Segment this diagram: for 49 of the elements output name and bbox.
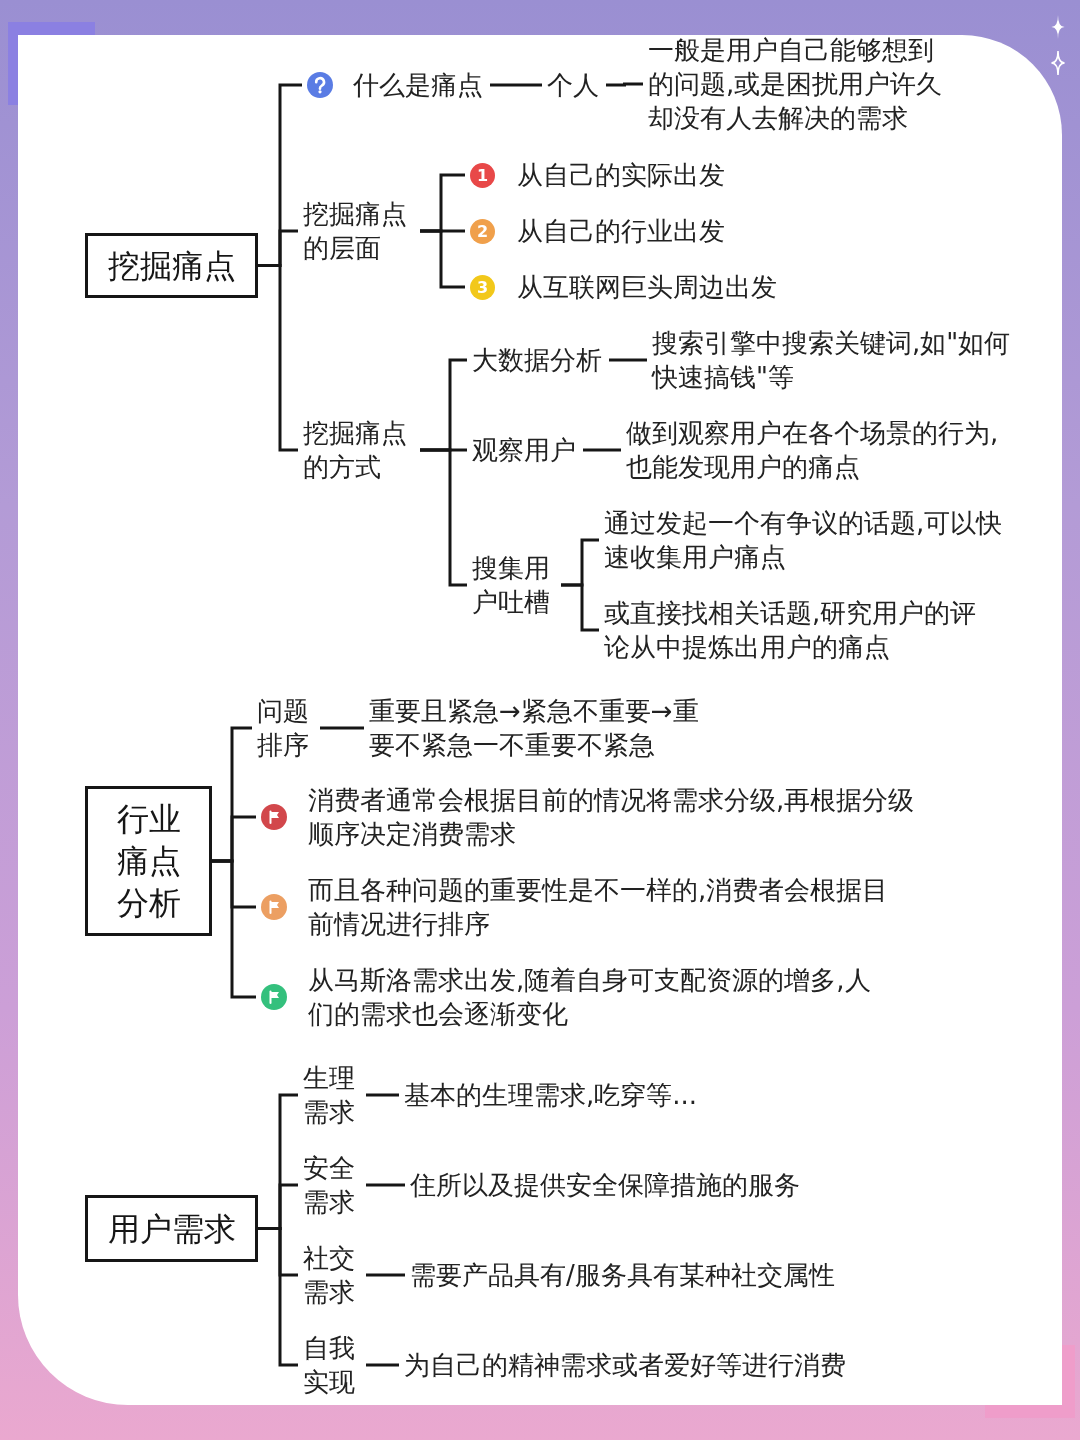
- branch-text: 通过发起一个有争议的话题,可以快速收集用户痛点: [604, 506, 1009, 574]
- branch-text: 挖掘痛点的方式: [303, 416, 413, 484]
- branch-text: 搜索引擎中搜索关键词,如"如何快速搞钱"等: [652, 326, 1024, 394]
- connector-line: [420, 448, 467, 587]
- branch-text: 从自己的实际出发: [517, 159, 725, 192]
- connector-line: [366, 1363, 399, 1367]
- branch-text: 从互联网巨头周边出发: [517, 271, 777, 304]
- connector-line: [320, 726, 364, 730]
- branch-text: 住所以及提供安全保障措施的服务: [410, 1168, 800, 1202]
- connector-line: [609, 358, 647, 362]
- branch-text: 搜集用户吐槽: [472, 551, 554, 619]
- connector-line: [606, 82, 643, 87]
- branch-text: 基本的生理需求,吃穿等...: [404, 1078, 698, 1112]
- connector-line: [212, 859, 256, 999]
- branch-text: 而且各种问题的重要性是不一样的,消费者会根据目前情况进行排序: [308, 874, 890, 941]
- branch-text: 重要且紧急→紧急不重要→重要不紧急一不重要不紧急: [369, 694, 709, 762]
- branch-text: 问题排序: [257, 694, 313, 762]
- connector-line: [420, 229, 465, 289]
- topic-title: 行业痛点分析: [115, 799, 182, 924]
- topic-box: [85, 233, 258, 298]
- topic-box: [85, 786, 212, 936]
- branch-text: 消费者通常会根据目前的情况将需求分级,再根据分级顺序决定消费需求: [308, 784, 916, 851]
- connector-line: [366, 1183, 405, 1187]
- topic-title: 用户需求: [107, 1208, 236, 1249]
- branch-text: 观察用户: [472, 433, 576, 467]
- connector-line: [258, 1227, 298, 1367]
- connector-line: [583, 448, 621, 452]
- connector-line: [490, 83, 542, 87]
- branch-text: 从自己的行业出发: [517, 215, 725, 248]
- branch-text: 从马斯洛需求出发,随着自身可支配资源的增多,人们的需求也会逐渐变化: [308, 964, 872, 1031]
- branch-text: 安全需求: [303, 1151, 359, 1219]
- branch-text: 一般是用户自己能够想到的问题,或是困扰用户许久却没有人去解决的需求: [648, 33, 948, 135]
- branch-text: 做到观察用户在各个场景的行为,也能发现用户的痛点: [626, 416, 1006, 484]
- connector-line: [366, 1093, 399, 1097]
- branch-text: 个人: [547, 68, 599, 102]
- topic-title: 挖掘痛点: [107, 245, 236, 286]
- branch-text: 或直接找相关话题,研究用户的评论从中提炼出用户的痛点: [604, 596, 984, 664]
- connector-line: [258, 264, 298, 452]
- branch-text: 需要产品具有/服务具有某种社交属性: [410, 1258, 835, 1292]
- connector-line: [561, 583, 599, 632]
- topic-box: [85, 1195, 258, 1262]
- branch-text: 生理需求: [303, 1061, 359, 1129]
- branch-text: 为自己的精神需求或者爱好等进行消费: [404, 1348, 846, 1382]
- branch-text: 自我实现: [303, 1331, 359, 1399]
- branch-text: 什么是痛点: [353, 69, 483, 102]
- branch-text: 社交需求: [303, 1241, 359, 1309]
- branch-text: 大数据分析: [472, 343, 602, 377]
- branch-text: 挖掘痛点的层面: [303, 197, 413, 265]
- connector-line: [366, 1273, 405, 1277]
